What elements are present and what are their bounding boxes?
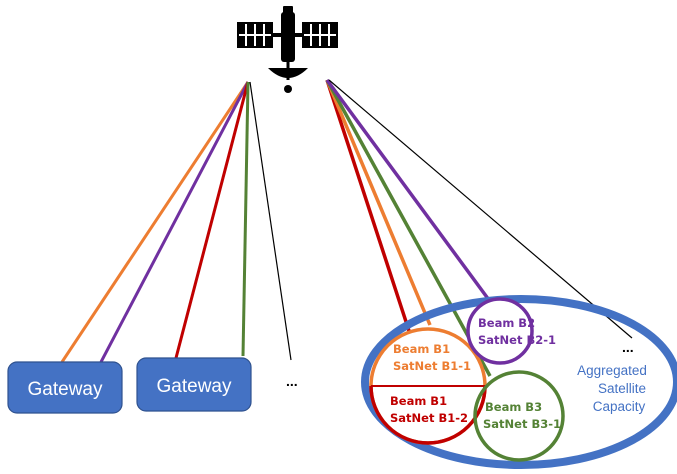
aggregated-capacity-label: Aggregated Satellite Capacity	[577, 363, 647, 414]
gateway-label: Gateway	[28, 379, 103, 400]
link-red-gateway	[174, 81, 250, 359]
link-red-beam	[325, 79, 414, 341]
beam-b1: Beam B1 SatNet B1-1 Beam B1 SatNet B1-2	[369, 327, 487, 445]
link-orange-beam	[325, 79, 432, 326]
more-beams-ellipsis: ...	[622, 339, 634, 355]
beam-b1-lower-half	[369, 385, 487, 445]
beam-b3-satnet: SatNet B3-1	[483, 417, 561, 431]
gateway-box	[7, 361, 123, 414]
gateway-links	[60, 81, 292, 363]
beam-b3-circle	[473, 370, 565, 462]
link-green-gateway	[241, 81, 250, 357]
gateway-1: Gateway	[7, 361, 123, 414]
link-black-beam	[328, 79, 633, 339]
gateway-label: Gateway	[157, 376, 232, 397]
beam-b1-2-title: Beam B1	[390, 394, 447, 408]
satellite-icon	[237, 6, 338, 93]
aggregated-line-2: Satellite	[598, 381, 646, 396]
link-orange-gateway	[60, 81, 250, 363]
link-purple-beam	[325, 78, 491, 302]
link-black-gateway	[249, 81, 292, 361]
beam-b2-circle	[466, 297, 534, 365]
link-green-beam	[325, 79, 492, 377]
beam-b1-1-satnet: SatNet B1-1	[393, 359, 471, 373]
beam-links	[325, 78, 633, 377]
beam-b1-2-satnet: SatNet B1-2	[390, 411, 468, 425]
aggregated-capacity-ellipse	[361, 295, 677, 469]
beam-b3: Beam B3 SatNet B3-1	[473, 370, 565, 462]
beam-b2-satnet: SatNet B2-1	[478, 333, 556, 347]
beam-b2: Beam B2 SatNet B2-1	[466, 297, 556, 365]
beam-b3-title: Beam B3	[485, 400, 542, 414]
gateway-2: Gateway	[136, 357, 252, 412]
gateway-box	[136, 357, 252, 412]
aggregated-line-1: Aggregated	[577, 363, 647, 378]
beam-b2-title: Beam B2	[478, 316, 535, 330]
aggregated-line-3: Capacity	[593, 399, 646, 414]
more-gateways-ellipsis: ...	[286, 373, 298, 389]
link-purple-gateway	[99, 81, 250, 363]
beam-b1-1-title: Beam B1	[393, 342, 450, 356]
